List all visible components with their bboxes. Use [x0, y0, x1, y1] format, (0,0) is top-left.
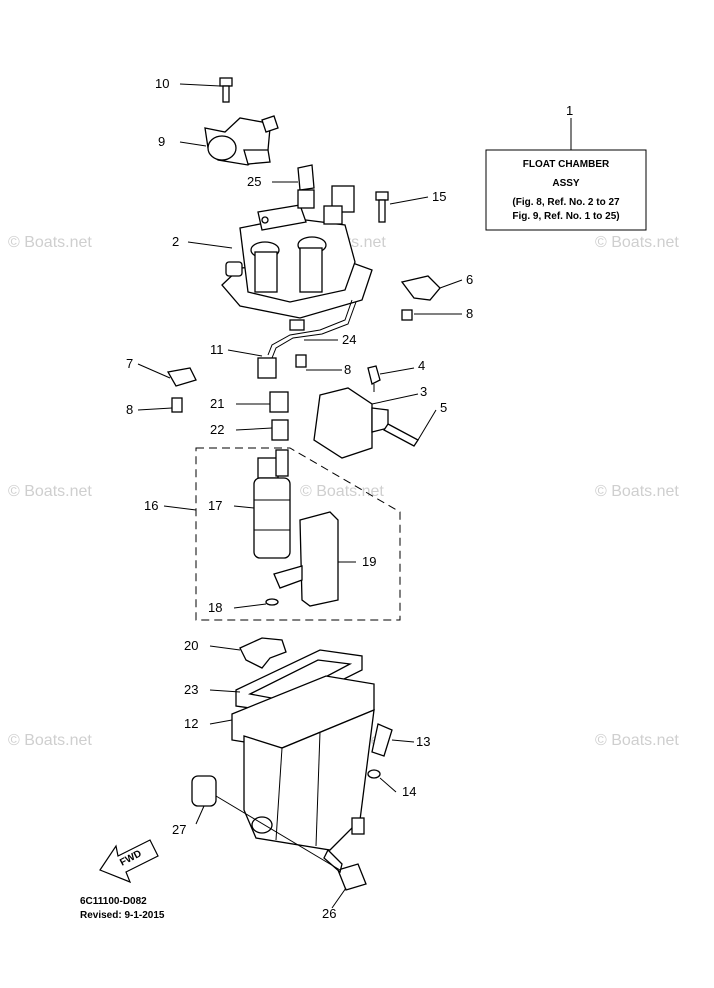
- callout-23: 23: [184, 682, 198, 697]
- part-11-24-harness: [257, 299, 357, 379]
- callout-11: 11: [210, 342, 224, 357]
- part-17-pump: [253, 449, 291, 559]
- callout-7: 7: [126, 356, 133, 371]
- watermark: © Boats.net: [595, 483, 679, 500]
- callout-3: 3: [420, 384, 427, 399]
- part-22-collar: [271, 419, 289, 441]
- watermark: © Boats.net: [595, 234, 679, 251]
- box-title-line2: ASSY: [552, 178, 580, 189]
- watermark: © Boats.net: [8, 483, 92, 500]
- callout-24: 24: [342, 332, 356, 347]
- part-26-plug: [323, 848, 367, 891]
- callout-18: 18: [208, 600, 222, 615]
- watermark: © Boats.net: [8, 732, 92, 749]
- callout-labels: 10 9 25 2 15 6 8 24 11 8 7 8 4 3 5 21 22…: [126, 76, 473, 921]
- callout-12: 12: [184, 716, 198, 731]
- callout-2: 2: [172, 234, 179, 249]
- part-12-chamber: [231, 675, 375, 851]
- revised-date: Revised: 9-1-2015: [80, 910, 165, 921]
- fwd-arrow-icon: FWD: [99, 839, 159, 884]
- part-23-gasket: [235, 649, 363, 713]
- callout-19: 19: [362, 554, 376, 569]
- part-27-grommet: [191, 775, 217, 807]
- part-13-screw: [371, 723, 393, 757]
- callout-4: 4: [418, 358, 425, 373]
- box-title-line1: FLOAT CHAMBER: [523, 159, 610, 170]
- part-18-oring: [265, 598, 279, 606]
- diagram-footer: 6C11100-D082 Revised: 9-1-2015: [80, 896, 165, 921]
- part-7-bracket: [166, 367, 197, 387]
- callout-8c: 8: [126, 402, 133, 417]
- callout-10: 10: [155, 76, 169, 91]
- callout-15: 15: [432, 189, 446, 204]
- pump-group-16: [195, 447, 401, 621]
- callout-1: 1: [566, 103, 573, 118]
- callout-9: 9: [158, 134, 165, 149]
- part-6-clamp: [400, 275, 441, 301]
- callout-16: 16: [144, 498, 158, 513]
- diagram-code: 6C11100-D082: [80, 896, 147, 907]
- watermark: © Boats.net: [300, 483, 384, 500]
- cover-connector: [323, 185, 355, 225]
- part-8-bolts: [171, 309, 413, 413]
- part-14-washer: [367, 769, 381, 779]
- watermark: © Boats.net: [8, 234, 92, 251]
- part-15-bolt: [375, 191, 389, 223]
- box-ref-line2: Fig. 9, Ref. No. 1 to 25): [512, 211, 619, 222]
- part-5-pin: [383, 423, 419, 447]
- part-2-cover: [221, 204, 373, 319]
- callout-17: 17: [208, 498, 222, 513]
- leader-lines: [137, 83, 463, 909]
- watermark: © Boats.net: [595, 732, 679, 749]
- part-10-screw: [219, 77, 233, 103]
- callout-6: 6: [466, 272, 473, 287]
- part-4-valve: [367, 365, 381, 392]
- callout-25: 25: [247, 174, 261, 189]
- callout-26: 26: [322, 906, 336, 921]
- callout-5: 5: [440, 400, 447, 415]
- callout-27: 27: [172, 822, 186, 837]
- callout-22: 22: [210, 422, 224, 437]
- callout-13: 13: [416, 734, 430, 749]
- callout-8a: 8: [466, 306, 473, 321]
- callout-8b: 8: [344, 362, 351, 377]
- callout-20: 20: [184, 638, 198, 653]
- part-3-float: [313, 387, 389, 459]
- part-21-damper: [269, 391, 289, 413]
- float-chamber-assy-box: 1 FLOAT CHAMBER ASSY (Fig. 8, Ref. No. 2…: [485, 103, 647, 231]
- callout-21: 21: [210, 396, 224, 411]
- part-9-regulator: [204, 115, 279, 166]
- part-25-fitting: [297, 164, 315, 209]
- part-19-filter: [273, 511, 339, 607]
- part-20-retainer: [239, 637, 287, 669]
- callout-14: 14: [402, 784, 416, 799]
- box-ref-line1: (Fig. 8, Ref. No. 2 to 27: [512, 197, 620, 208]
